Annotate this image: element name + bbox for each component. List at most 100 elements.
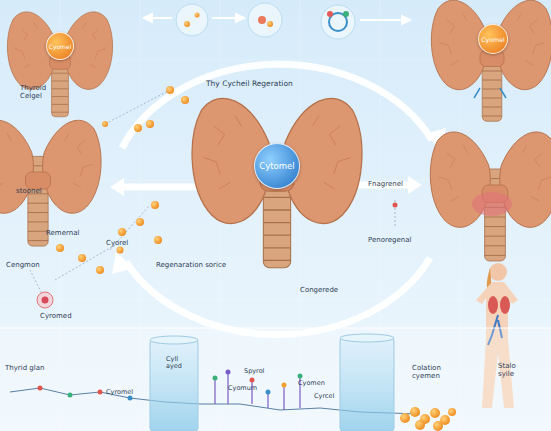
thyroid-gland [0,120,101,246]
annotation-label: Stalo syile [498,362,524,378]
cell-core [42,297,49,304]
hormone-dot [96,266,104,274]
hormone-dot [136,218,144,226]
head [489,263,507,281]
annotation-label: Cyrcel [314,393,334,400]
drug-badge: Cytomel [254,143,300,189]
annotation-label: Thy Cycheil Regeration [206,80,293,89]
annotation-label: Spyrol [244,368,264,375]
hormone-dot [117,247,124,254]
data-point [250,378,255,383]
chart-band [0,328,551,431]
annotation-label: Cyll ayed [166,356,192,371]
annotation-label: Cyorel [106,239,128,247]
hormone-dot [134,124,142,132]
beaker [150,340,198,431]
data-point [98,390,103,395]
hormone-dot [181,96,189,104]
hormone-dot [56,244,64,252]
data-point [68,393,73,398]
thyroid-gland [430,132,551,261]
hormone-dot [267,21,273,27]
cell-bubble [176,4,208,36]
badge-label: Cytomel [259,161,294,171]
hormone-dots [30,86,398,308]
data-point [38,386,43,391]
hormone-dot [448,408,456,416]
arrow-head [408,176,422,194]
arrow-line [212,17,238,19]
beaker-rim [340,334,394,342]
annotation-label: Fnagrenel [368,180,403,188]
annotation-label: Cyomen [298,380,325,387]
hormone-dot [433,421,443,431]
flow-arrow [122,184,205,191]
leader-line [30,90,395,300]
data-point [298,374,303,379]
hormone-dot [151,201,159,209]
arrow-line [360,19,402,21]
annotation-label: Cyromel [106,389,133,396]
cell-bubbles [176,3,355,39]
band-edge [0,328,551,329]
drug-badge: Cyomel [478,24,508,54]
marker-dot [393,203,398,208]
hormone-dot [343,11,349,17]
drug-badge: Cyomel [46,32,74,60]
cell-bubble [248,3,282,37]
data-point [226,370,231,375]
annotation-label: Cyomum [228,385,257,392]
hormone-dot [102,121,108,127]
annotation-label: Thyroid Celgel [20,84,52,100]
arrow-head [236,14,244,22]
badge-label: Cyomel [49,43,72,50]
annotation-label: Cyromed [40,312,72,320]
data-point [213,376,218,381]
lung [500,296,510,314]
hormone-dot [327,11,333,17]
data-point [128,396,133,401]
beaker-rim [150,336,198,344]
hormone-dot [195,13,200,18]
hormone-dot [118,228,126,236]
arrow-head [110,178,124,196]
hormone-dot [184,21,190,27]
hormone-dot [410,407,420,417]
inflamed-area [472,192,512,216]
arrow-head [144,14,152,22]
annotation-label: Thyrid glan [5,364,44,372]
cycle-arc [122,64,432,148]
annotation-label: Cengmon [6,261,40,269]
hormone-dot [415,420,425,430]
data-point [282,383,287,388]
beaker [340,338,394,431]
annotation-label: Remernal [46,229,79,237]
badge-label: Cyomel [481,36,505,43]
thyroid-gland [7,12,112,117]
hormone-dot [78,254,86,262]
band-background [0,328,551,431]
annotation-label: stoonel [16,187,42,195]
hormone-dot [258,16,266,24]
cell-bubble [321,5,355,39]
annotation-label: Regenaration sorice [156,261,226,269]
annotation-label: Congerede [300,286,338,294]
arrow-line [150,17,172,19]
cycle-arrows [122,64,432,334]
small-arrows [474,88,506,98]
hormone-dot [146,120,154,128]
hormone-dot [166,86,174,94]
annotation-label: Penoregenal [368,236,411,244]
arrow-head [112,252,134,274]
hormone-dot [430,408,440,418]
thyroid-gland [431,0,551,121]
thyroid-gland [192,98,362,267]
marker-stems [215,372,300,410]
annotation-label: Colation cyemen [412,364,452,380]
arrow-head [402,16,410,24]
cycle-arc [126,258,430,335]
hormone-dot [154,236,162,244]
cell-icon [37,292,53,308]
lung [488,296,498,314]
